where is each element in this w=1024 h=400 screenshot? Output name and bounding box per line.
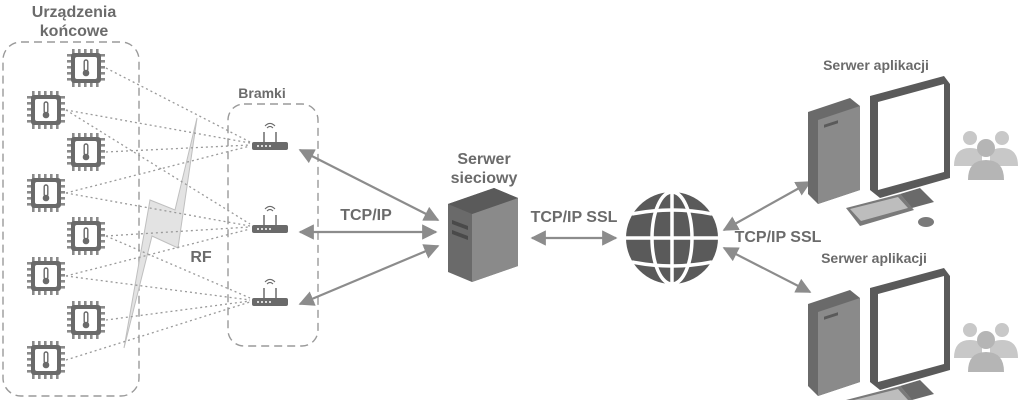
iot-sensor-chip-icon	[66, 300, 106, 340]
tcpip-label: TCP/IP	[340, 207, 392, 224]
internet-appserver-arrow	[722, 181, 812, 231]
network-server-label: Serwer	[457, 151, 510, 168]
devices-label: Urządzenia	[32, 4, 117, 21]
iot-sensor-chip-icon	[26, 256, 66, 296]
devices-group-box	[2, 41, 140, 397]
connection-arrows	[298, 149, 812, 306]
iot-sensor-chip-icon	[66, 216, 106, 256]
desktop-computer-icon	[808, 268, 950, 400]
tcpip-ssl-label: TCP/IP SSL	[531, 209, 618, 226]
app-server-label: Serwer aplikacji	[823, 57, 929, 73]
iot-sensor-chip-icon	[26, 173, 66, 213]
iot-sensor-chip-icon	[66, 48, 106, 88]
app-server-label: Serwer aplikacji	[821, 250, 927, 266]
internet-appserver-arrow	[722, 247, 812, 293]
desktop-computer-icon	[808, 76, 950, 227]
gateway-server-arrow	[298, 149, 440, 221]
globe-icon	[626, 190, 718, 286]
user-group-icon	[954, 323, 1018, 372]
tcpip-ssl-label: TCP/IP SSL	[735, 229, 822, 246]
devices-label: końcowe	[40, 23, 109, 40]
iot-sensor-chip-icon	[26, 90, 66, 130]
gateways-label: Bramki	[238, 85, 285, 101]
rf-links	[65, 67, 251, 361]
server-tower-icon	[448, 188, 518, 282]
router-icon	[251, 122, 289, 151]
iot-sensor-chip-icon	[66, 132, 106, 172]
router-icon	[251, 205, 289, 234]
user-group-icon	[954, 131, 1018, 180]
router-icon	[251, 278, 289, 307]
iot-sensor-chip-icon	[26, 340, 66, 380]
network-server-label: sieciowy	[451, 170, 518, 187]
gateway-server-arrow	[298, 244, 440, 306]
rf-label: RF	[190, 249, 212, 266]
